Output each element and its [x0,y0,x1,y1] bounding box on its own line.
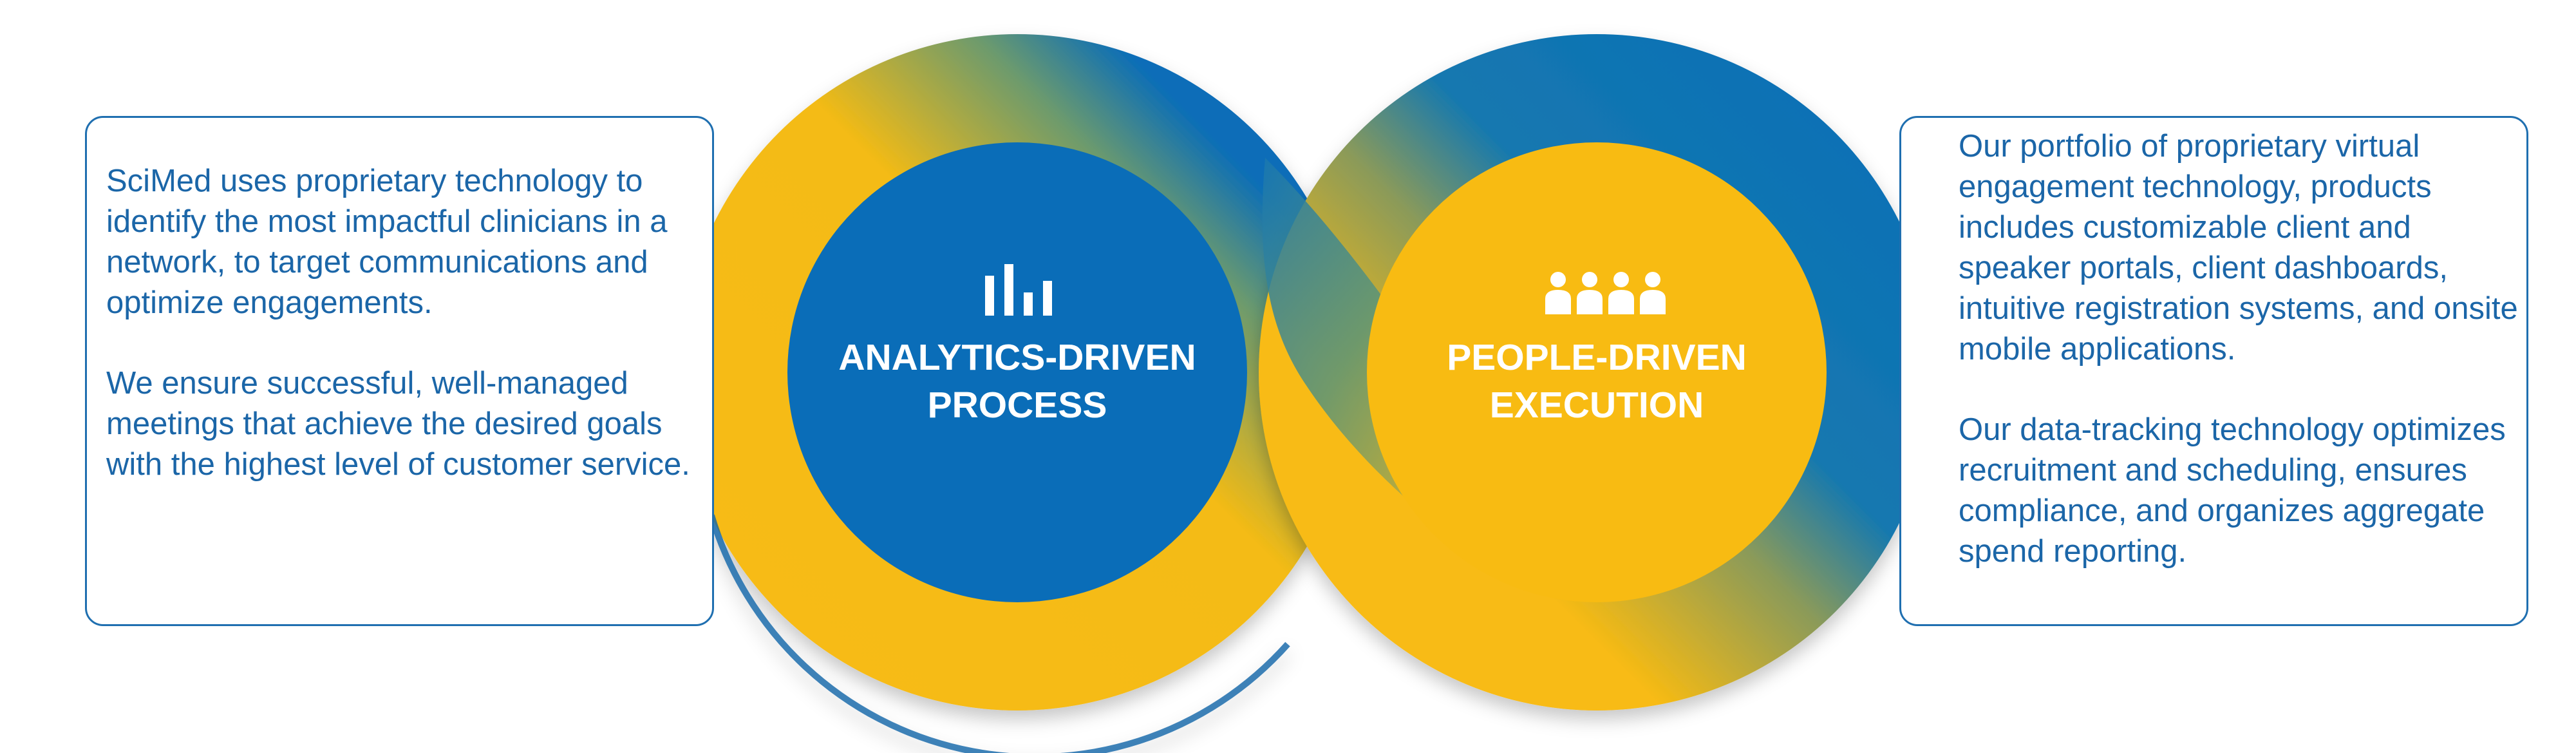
left-paragraph-2: We ensure successful, well-managed meeti… [106,366,690,482]
left-inner-disc [787,142,1247,602]
right-title-line-1: PEOPLE-DRIVEN [1447,337,1747,378]
right-description-panel: Our portfolio of proprietary virtual eng… [1899,116,2528,626]
right-title-line-2: EXECUTION [1489,385,1704,426]
bar-chart-icon [985,264,1052,316]
left-description-panel: SciMed uses proprietary technology to id… [85,116,714,626]
left-title-line-2: PROCESS [927,385,1107,426]
people-driven-execution-title: PEOPLE-DRIVEN EXECUTION [1339,334,1854,429]
left-paragraph-1: SciMed uses proprietary technology to id… [106,164,668,320]
right-inner-disc [1367,142,1827,602]
left-title-line-1: ANALYTICS-DRIVEN [838,337,1196,378]
right-paragraph-2: Our data-tracking technology optimizes r… [1959,412,2506,569]
analytics-driven-process-title: ANALYTICS-DRIVEN PROCESS [760,334,1275,429]
right-paragraph-1: Our portfolio of proprietary virtual eng… [1959,129,2518,367]
people-group-icon [1545,272,1666,314]
